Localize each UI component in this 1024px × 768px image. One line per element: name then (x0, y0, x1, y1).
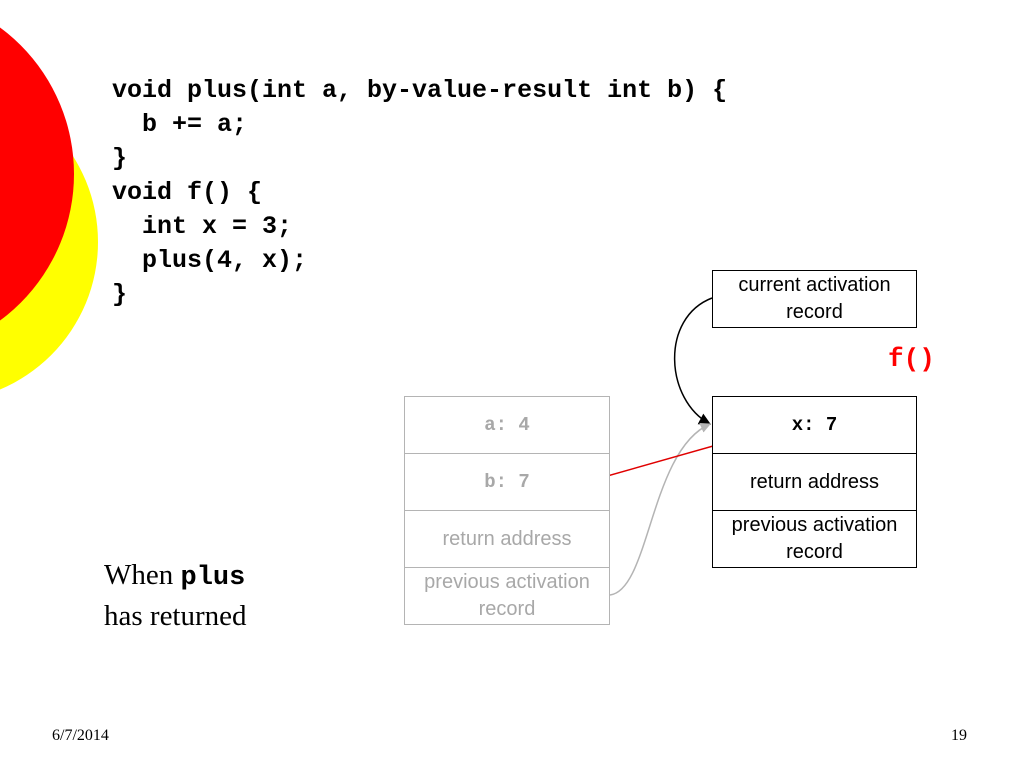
code-line: plus(4, x); (112, 246, 308, 275)
code-line: int x = 3; (112, 212, 293, 241)
caption-keyword: plus (180, 563, 246, 593)
code-line: void plus(int a, by-value-result int b) … (112, 76, 728, 105)
footer-page-number: 19 (951, 727, 967, 744)
footer-date: 6/7/2014 (52, 727, 109, 744)
active-frame-previous-record: previous activation record (712, 510, 917, 568)
caption: When plus has returned (104, 556, 247, 635)
code-listing: void plus(int a, by-value-result int b) … (112, 74, 727, 312)
caption-suffix: has returned (104, 600, 247, 632)
current-activation-record-box: current activation record (712, 270, 917, 328)
red-circle-decoration (0, 27, 74, 321)
returned-frame-return-address: return address (404, 510, 610, 568)
returned-frame-previous-record: previous activation record (404, 567, 610, 625)
active-frame-return-address: return address (712, 453, 917, 511)
caption-prefix: When (104, 559, 181, 591)
returned-frame-b-cell: b: 7 (404, 453, 610, 511)
code-line: b += a; (112, 110, 248, 139)
current-record-pointer-arrow (673, 297, 713, 425)
returned-frame-a-cell: a: 4 (404, 396, 610, 454)
frame-label-f: f() (888, 344, 935, 374)
active-frame-x-cell: x: 7 (712, 396, 917, 454)
code-line: } (112, 280, 128, 309)
code-line: } (112, 144, 128, 173)
previous-record-link-arrow (609, 422, 711, 596)
code-line: void f() { (112, 178, 263, 207)
